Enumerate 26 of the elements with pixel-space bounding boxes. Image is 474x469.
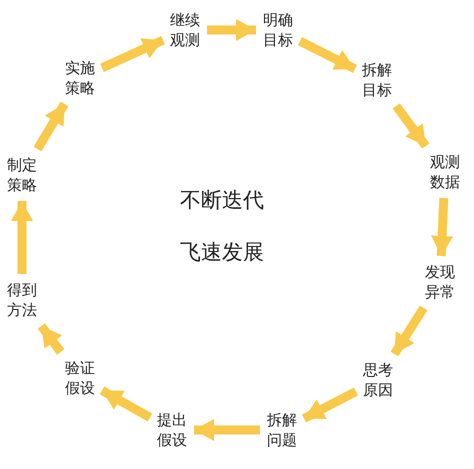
step-text: 拆解问题	[266, 410, 298, 450]
step-text: 制定策略	[6, 155, 38, 195]
step-text: 继续观测	[169, 10, 201, 50]
step-text: 思考原因	[362, 360, 394, 400]
arrow	[207, 19, 256, 41]
step-text: 观测数据	[429, 152, 461, 192]
step-text: 拆解目标	[361, 60, 393, 100]
arrow	[100, 386, 152, 422]
arrow	[194, 419, 260, 441]
arrow	[431, 198, 454, 256]
arrow	[34, 102, 68, 152]
step-text: 提出假设	[156, 410, 188, 450]
step-text: 验证假设	[64, 358, 96, 398]
arrow	[100, 36, 165, 72]
center-slogan: 不断迭代	[180, 187, 264, 214]
center-slogan: 飞速发展	[180, 239, 264, 266]
step-text: 实施策略	[64, 58, 96, 98]
arrow	[38, 323, 64, 355]
step-text: 得到方法	[6, 280, 38, 320]
step-text: 明确目标	[262, 10, 294, 50]
arrow	[298, 37, 358, 73]
arrow	[11, 201, 33, 274]
arrow	[390, 306, 428, 356]
step-text: 发现异常	[424, 262, 456, 302]
arrow	[392, 103, 430, 149]
arrow	[302, 388, 358, 422]
